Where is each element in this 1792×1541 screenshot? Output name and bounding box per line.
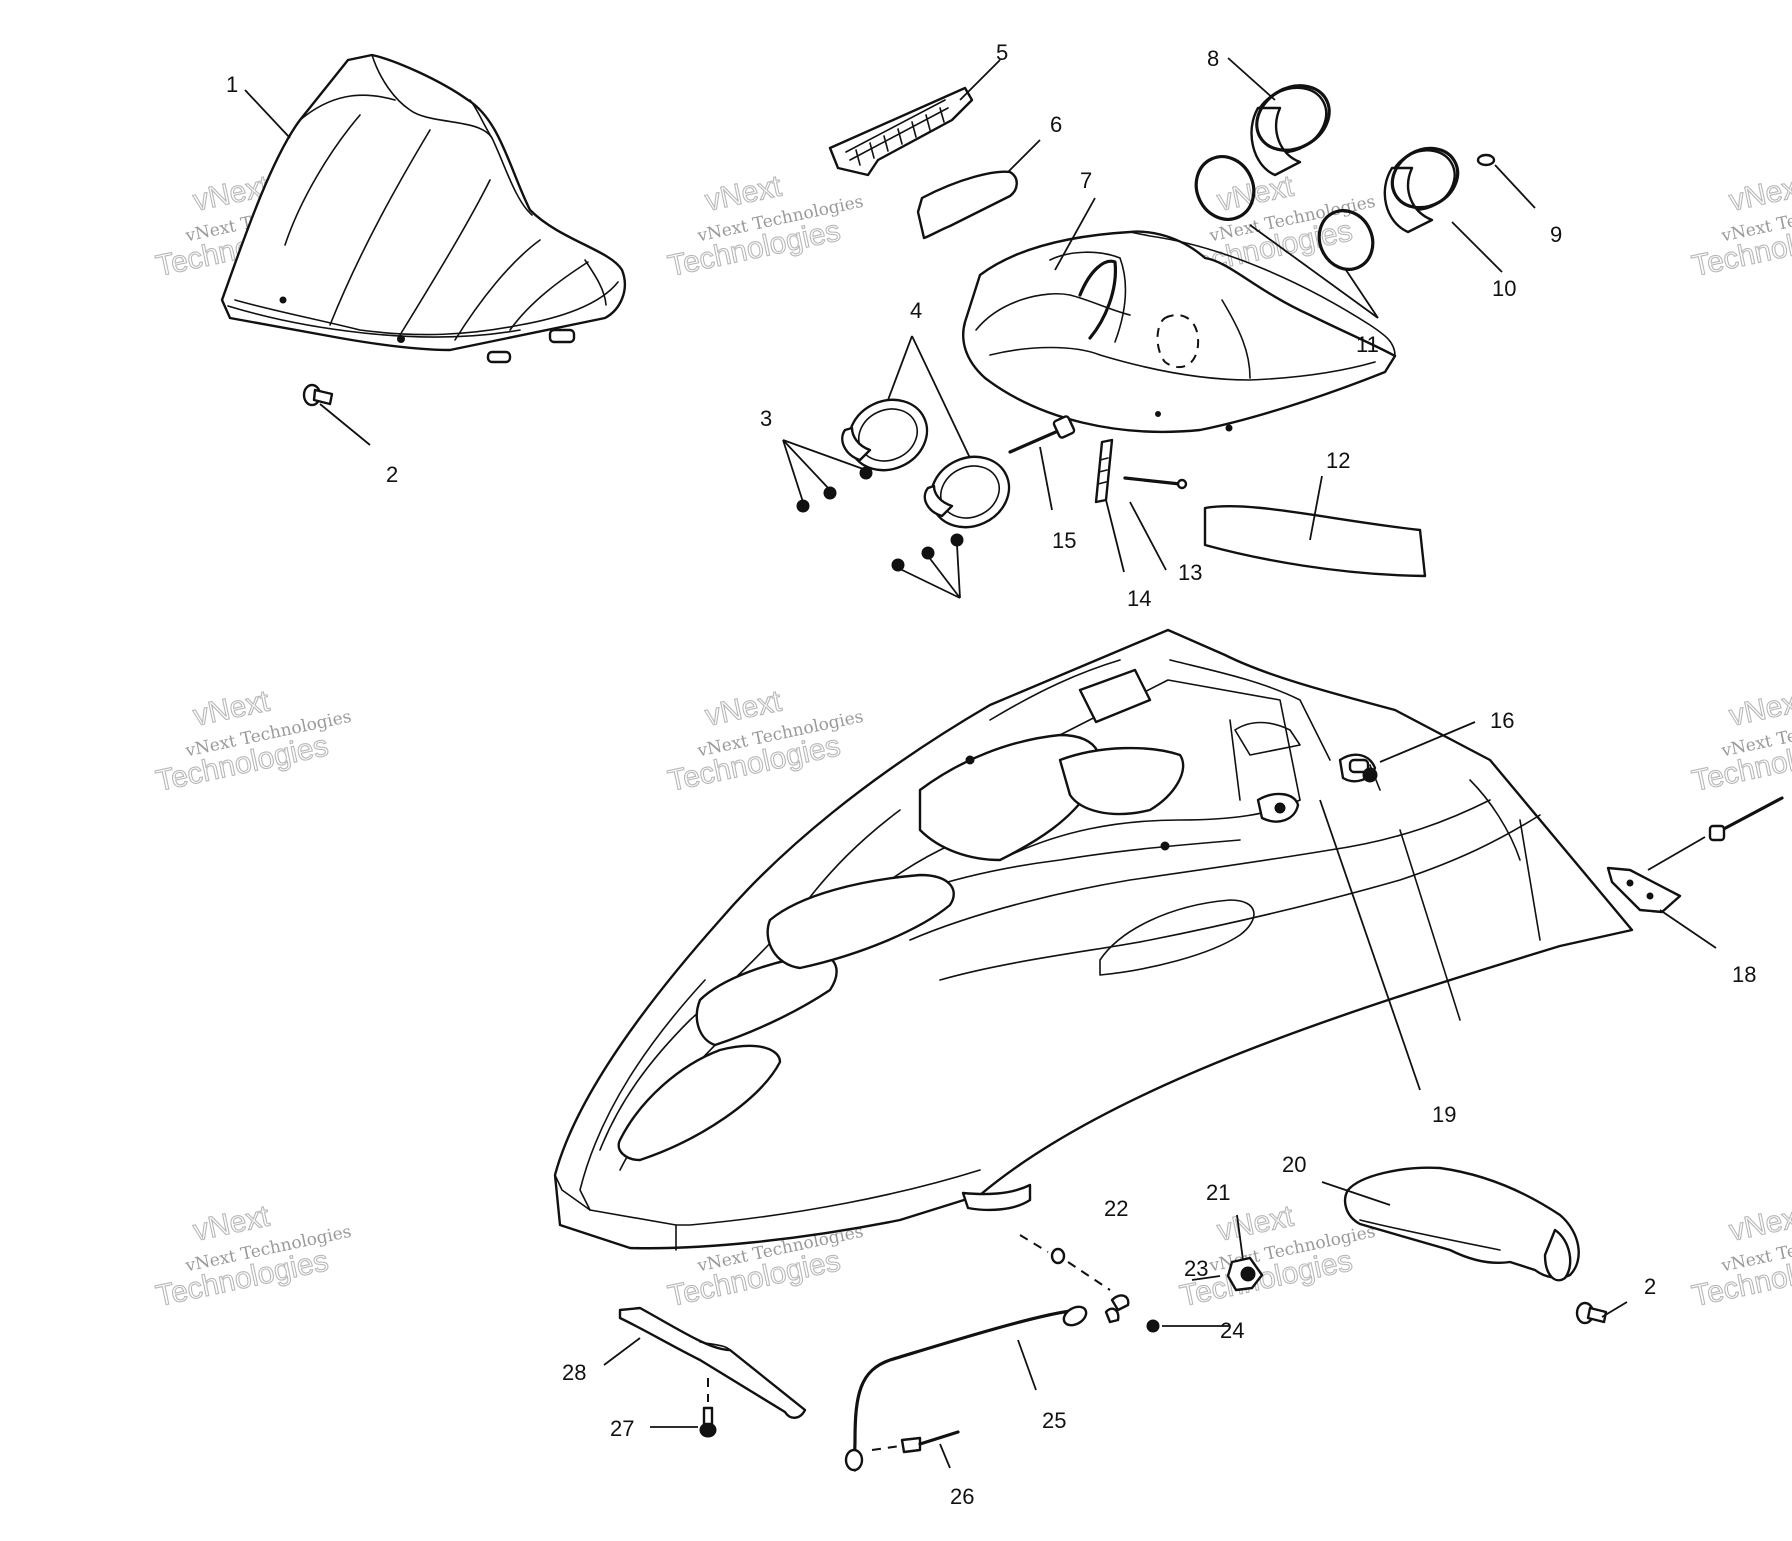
callout-22: 22 <box>1104 1196 1128 1221</box>
callout-labels: 1 2 3 4 5 6 7 8 9 10 11 12 13 14 15 16 1… <box>226 40 1756 1509</box>
callout-19: 19 <box>1432 1102 1456 1127</box>
part-pin <box>1123 476 1188 490</box>
part-gauge-small <box>1383 146 1460 234</box>
callout-21: 21 <box>1206 1180 1230 1205</box>
part-nut-24 <box>1146 1319 1160 1333</box>
callout-5: 5 <box>996 40 1008 65</box>
part-clip-23 <box>1104 1294 1130 1324</box>
part-trim-strip <box>1203 505 1427 578</box>
part-pad <box>916 170 1018 240</box>
part-hood <box>553 628 1634 1251</box>
callout-6: 6 <box>1050 112 1062 137</box>
watermark-large-top: vNext <box>1726 685 1792 733</box>
part-screw-27 <box>699 1378 717 1438</box>
part-bracket <box>1226 1256 1264 1292</box>
part-cover <box>1344 1166 1580 1282</box>
part-rivet-upper <box>302 383 334 407</box>
part-ring-left <box>841 398 929 472</box>
callout-26: 26 <box>950 1484 974 1509</box>
callout-13: 13 <box>1178 560 1202 585</box>
callout-25: 25 <box>1042 1408 1066 1433</box>
callout-12: 12 <box>1326 448 1350 473</box>
callout-23: 23 <box>1184 1256 1208 1281</box>
callout-18: 18 <box>1732 962 1756 987</box>
part-cable <box>844 1305 1088 1472</box>
callout-4: 4 <box>910 298 922 323</box>
part-vent-grille <box>828 86 974 177</box>
callout-2b: 2 <box>1644 1274 1656 1299</box>
part-gauge-bezels <box>1194 155 1375 271</box>
callout-2: 2 <box>386 462 398 487</box>
callout-16: 16 <box>1490 708 1514 733</box>
part-clip-small <box>1476 153 1496 167</box>
watermark-large-top: vNext <box>1726 1200 1792 1248</box>
callout-14: 14 <box>1127 586 1151 611</box>
callout-9: 9 <box>1550 222 1562 247</box>
part-screw-22 <box>1019 1234 1111 1291</box>
callout-11: 11 <box>1356 332 1379 357</box>
part-bottom-trim <box>618 1306 807 1419</box>
part-rivet-lower <box>1575 1301 1608 1325</box>
callout-3: 3 <box>760 406 772 431</box>
callout-20: 20 <box>1282 1152 1306 1177</box>
callout-1: 1 <box>226 72 238 97</box>
part-switch <box>1008 415 1076 454</box>
part-dash-console <box>962 230 1397 433</box>
callout-28: 28 <box>562 1360 586 1385</box>
part-strap <box>1094 438 1114 504</box>
callout-24: 24 <box>1220 1318 1244 1343</box>
part-gauge-large <box>1250 84 1331 177</box>
callout-7: 7 <box>1080 168 1092 193</box>
callout-leaders <box>244 57 1717 1469</box>
callout-8: 8 <box>1207 46 1219 71</box>
callout-15: 15 <box>1052 528 1076 553</box>
callout-27: 27 <box>610 1416 634 1441</box>
watermark-large-top: vNext <box>1726 170 1792 218</box>
callout-10: 10 <box>1492 276 1516 301</box>
part-latch-plate <box>1606 796 1784 914</box>
part-ring-right <box>923 455 1011 529</box>
part-nuts <box>796 466 964 572</box>
part-windshield <box>220 53 627 364</box>
